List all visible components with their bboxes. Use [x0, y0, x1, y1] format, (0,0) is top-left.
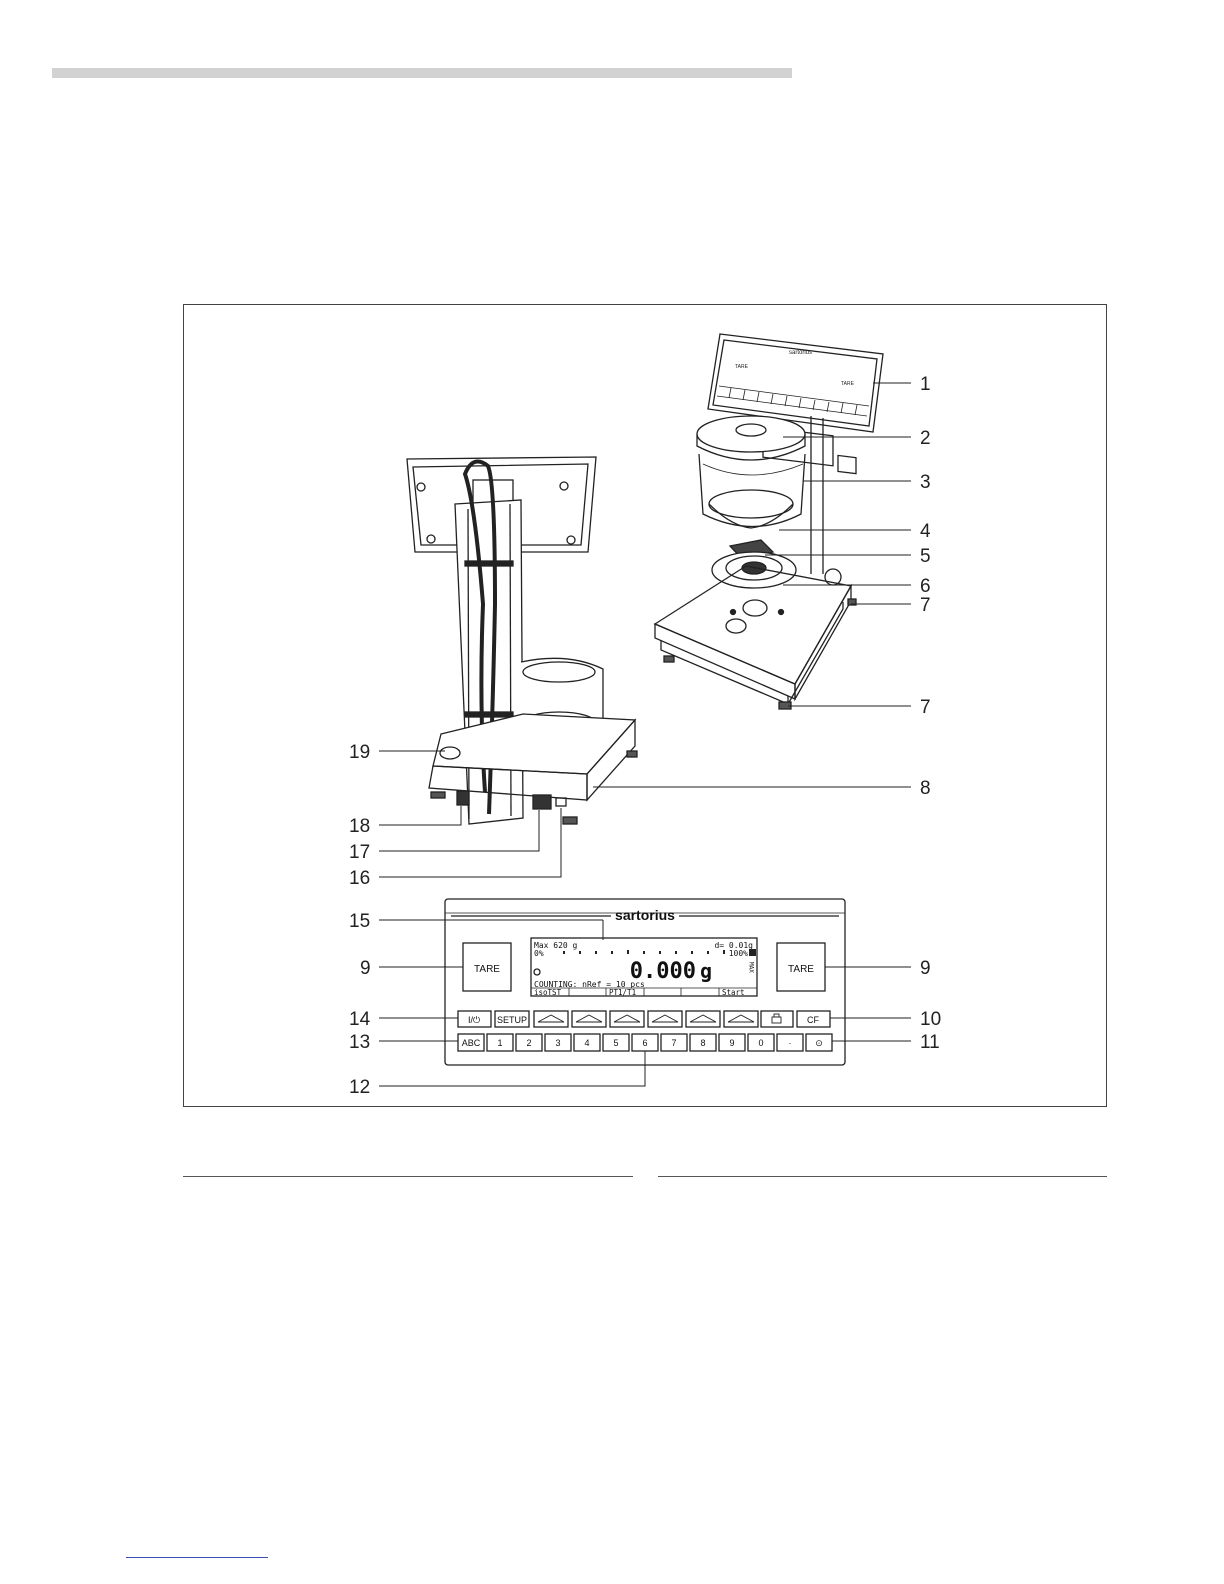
- callout-4: 4: [920, 521, 931, 542]
- section-rule-left: [183, 1176, 633, 1177]
- key-9-label: 9: [729, 1038, 734, 1048]
- cf-key[interactable]: CF: [797, 1011, 830, 1027]
- key-1-label: 1: [497, 1038, 502, 1048]
- header-bar: [52, 68, 792, 78]
- lcd-pct100: 100%: [729, 949, 748, 958]
- decimal-key[interactable]: ·: [777, 1034, 803, 1051]
- callout-5: 5: [920, 546, 931, 567]
- callout-6: 6: [920, 576, 931, 597]
- pan-assembly: [712, 540, 796, 588]
- mini-tare-right: TARE: [841, 381, 855, 387]
- key-8-label: 8: [700, 1038, 705, 1048]
- print-key[interactable]: [761, 1011, 793, 1027]
- figure-frame: TARE TARE sartorius: [183, 304, 1107, 1107]
- callout-19: 19: [349, 742, 370, 763]
- callout-3: 3: [920, 472, 931, 493]
- key-5[interactable]: 5: [603, 1034, 629, 1051]
- key-1[interactable]: 1: [487, 1034, 513, 1051]
- softkey-1[interactable]: [534, 1011, 568, 1027]
- key-4[interactable]: 4: [574, 1034, 600, 1051]
- balance-rear-view: [407, 457, 637, 824]
- key-5-label: 5: [613, 1038, 618, 1048]
- footnote-rule: [126, 1557, 268, 1558]
- control-panel: sartorius TARE TARE Max 620 g d= 0.01g 0…: [445, 899, 845, 1065]
- callout-18: 18: [349, 816, 370, 837]
- abc-key-label: ABC: [462, 1038, 481, 1048]
- draft-shield: [697, 416, 805, 528]
- decimal-key-label: ·: [789, 1038, 792, 1048]
- mini-brand: sartorius: [789, 350, 812, 356]
- enter-key[interactable]: ⊙: [806, 1034, 832, 1051]
- mini-control-panel: TARE TARE sartorius: [708, 334, 883, 474]
- key-2-label: 2: [526, 1038, 531, 1048]
- key-6-label: 6: [642, 1038, 647, 1048]
- lcd-softkey-1: isoTST: [534, 988, 562, 997]
- callout-10: 10: [920, 1009, 941, 1030]
- key-8[interactable]: 8: [690, 1034, 716, 1051]
- enter-icon: ⊙: [815, 1038, 823, 1048]
- callout-1: 1: [920, 374, 931, 395]
- lcd-softkey-3: PT1/T1: [609, 988, 636, 997]
- key-0[interactable]: 0: [748, 1034, 774, 1051]
- lcd-pct0: 0%: [534, 949, 544, 958]
- key-2[interactable]: 2: [516, 1034, 542, 1051]
- key-9[interactable]: 9: [719, 1034, 745, 1051]
- callout-7b: 7: [920, 697, 931, 718]
- section-rule-right: [658, 1176, 1107, 1177]
- callout-16: 16: [349, 868, 370, 889]
- lcd-unit: g: [700, 959, 712, 983]
- softkey-4[interactable]: [648, 1011, 682, 1027]
- key-4-label: 4: [584, 1038, 589, 1048]
- setup-key-label: SETUP: [497, 1015, 527, 1025]
- softkey-2[interactable]: [572, 1011, 606, 1027]
- tare-right-label: TARE: [788, 964, 814, 975]
- cf-key-label: CF: [807, 1015, 819, 1025]
- key-0-label: 0: [758, 1038, 763, 1048]
- abc-key[interactable]: ABC: [458, 1034, 484, 1051]
- function-key-row: I/⏻ SETUP CF: [458, 1011, 830, 1027]
- callout-17: 17: [349, 842, 370, 863]
- callout-7a: 7: [920, 595, 931, 616]
- callout-13: 13: [349, 1032, 370, 1053]
- softkey-3[interactable]: [610, 1011, 644, 1027]
- key-7-label: 7: [671, 1038, 676, 1048]
- power-key[interactable]: I/⏻: [458, 1011, 491, 1027]
- svg-text:MAX: MAX: [748, 962, 755, 973]
- tare-button-right[interactable]: TARE: [777, 943, 825, 991]
- tare-button-left[interactable]: TARE: [463, 943, 511, 991]
- callout-8: 8: [920, 778, 931, 799]
- power-key-label: I/⏻: [468, 1015, 480, 1025]
- key-6[interactable]: 6: [632, 1034, 658, 1051]
- callout-2: 2: [920, 428, 931, 449]
- callout-14: 14: [349, 1009, 371, 1030]
- lcd-display: Max 620 g d= 0.01g 0% 100% 0.000 g COUNT…: [531, 938, 757, 997]
- lcd-softkey-6: Start: [722, 988, 745, 997]
- callout-9-left: 9: [360, 958, 371, 979]
- softkey-6[interactable]: [724, 1011, 758, 1027]
- callout-11: 11: [920, 1032, 940, 1053]
- tare-left-label: TARE: [474, 964, 500, 975]
- callout-9-right: 9: [920, 958, 931, 979]
- mini-tare-left: TARE: [735, 364, 749, 370]
- brand-label: sartorius: [615, 907, 675, 923]
- balance-diagram: TARE TARE sartorius: [183, 304, 1107, 1107]
- key-3-label: 3: [555, 1038, 560, 1048]
- setup-key[interactable]: SETUP: [495, 1011, 529, 1027]
- key-3[interactable]: 3: [545, 1034, 571, 1051]
- balance-front-view: TARE TARE sartorius: [655, 334, 883, 709]
- callout-15: 15: [349, 911, 370, 932]
- softkey-5[interactable]: [686, 1011, 720, 1027]
- callout-12: 12: [349, 1077, 370, 1098]
- key-7[interactable]: 7: [661, 1034, 687, 1051]
